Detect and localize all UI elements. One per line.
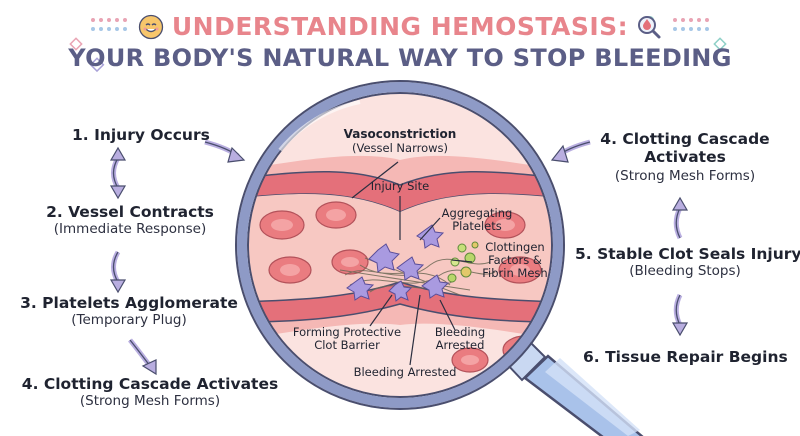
left-step-2: 2. Vessel Contracts (Immediate Response) <box>30 203 230 237</box>
left-step-1-title: 1. Injury Occurs <box>72 126 210 144</box>
forming-label-line2: Clot Barrier <box>314 338 380 352</box>
magnifier-handle <box>503 338 644 436</box>
aggregating-label-line1: Aggregating <box>441 206 513 220</box>
left-step-2-title: 2. Vessel Contracts <box>46 203 214 221</box>
left-step-1: 1. Injury Occurs <box>72 126 210 144</box>
right-step-4: 4. Clotting Cascade Activates (Strong Me… <box>585 130 785 184</box>
bleeding-arrested-line1: Bleeding <box>434 325 486 339</box>
smiley-face-icon <box>138 14 163 39</box>
aggregating-platelets-label: Aggregating Platelets <box>432 207 522 233</box>
decor-diamond <box>69 37 83 51</box>
forming-clot-barrier-label: Forming Protective Clot Barrier <box>282 326 412 352</box>
right-step-4-title-line2: Activates <box>644 148 726 166</box>
magnifier-lens-rim <box>237 82 563 408</box>
left-step-3-subtitle: (Temporary Plug) <box>71 312 187 328</box>
right-step-6-title: 6. Tissue Repair Begins <box>583 348 788 366</box>
left-step-2-subtitle: (Immediate Response) <box>53 221 207 237</box>
left-step-4-subtitle: (Strong Mesh Forms) <box>79 393 221 409</box>
magnifier-blood-drop-icon <box>638 15 661 38</box>
title-line-1: UNDERSTANDING HEMOSTASIS: <box>0 12 800 46</box>
decor-diamond <box>89 57 105 73</box>
bleeding-arrested-label-right: Bleeding Arrested <box>425 326 495 352</box>
decor-dots-left <box>91 18 127 31</box>
right-arrowheads <box>550 144 689 337</box>
left-step-3-title: 3. Platelets Agglomerate <box>20 294 238 312</box>
lens-glare <box>278 100 361 152</box>
left-flow-arrows <box>111 139 240 368</box>
right-step-5-subtitle: (Bleeding Stops) <box>629 263 741 279</box>
injury-site-label: Injury Site <box>370 179 430 193</box>
decor-dots-right <box>673 18 709 31</box>
clotting-factors-label: Clottingen Factors & Fibrin Mesh <box>470 241 560 280</box>
right-step-6: 6. Tissue Repair Begins <box>583 348 788 366</box>
clotting-label-line2: Factors & <box>488 253 542 267</box>
platelets <box>346 224 450 302</box>
right-step-5-title: 5. Stable Clot Seals Injury <box>575 245 800 263</box>
clotting-label-line1: Clottingen <box>485 240 545 254</box>
vasoconstriction-label: Vasoconstriction <box>343 127 457 141</box>
title-text-1: UNDERSTANDING HEMOSTASIS: <box>171 12 629 41</box>
vessel-narrows-label: (Vessel Narrows) <box>351 141 448 155</box>
left-step-3: 3. Platelets Agglomerate (Temporary Plug… <box>14 294 244 328</box>
right-step-4-subtitle: (Strong Mesh Forms) <box>614 168 756 184</box>
title-line-2: YOUR BODY'S NATURAL WAY TO STOP BLEEDING <box>68 44 732 72</box>
bleeding-arrested-line2: Arrested <box>435 338 485 352</box>
bleeding-arrested-label-bottom: Bleeding Arrested <box>353 365 457 379</box>
aggregating-label-line2: Platelets <box>452 219 502 233</box>
left-step-4: 4. Clotting Cascade Activates (Strong Me… <box>20 375 280 409</box>
left-step-4-title: 4. Clotting Cascade Activates <box>21 375 279 393</box>
right-step-5: 5. Stable Clot Seals Injury (Bleeding St… <box>575 245 800 279</box>
clotting-label-line3: Fibrin Mesh <box>482 266 548 280</box>
right-step-4-title-line1: 4. Clotting Cascade <box>600 130 770 148</box>
forming-label-line1: Forming Protective <box>292 325 402 339</box>
leader-lines <box>351 161 473 366</box>
decor-diamond <box>713 37 727 51</box>
left-arrowheads <box>109 146 246 376</box>
